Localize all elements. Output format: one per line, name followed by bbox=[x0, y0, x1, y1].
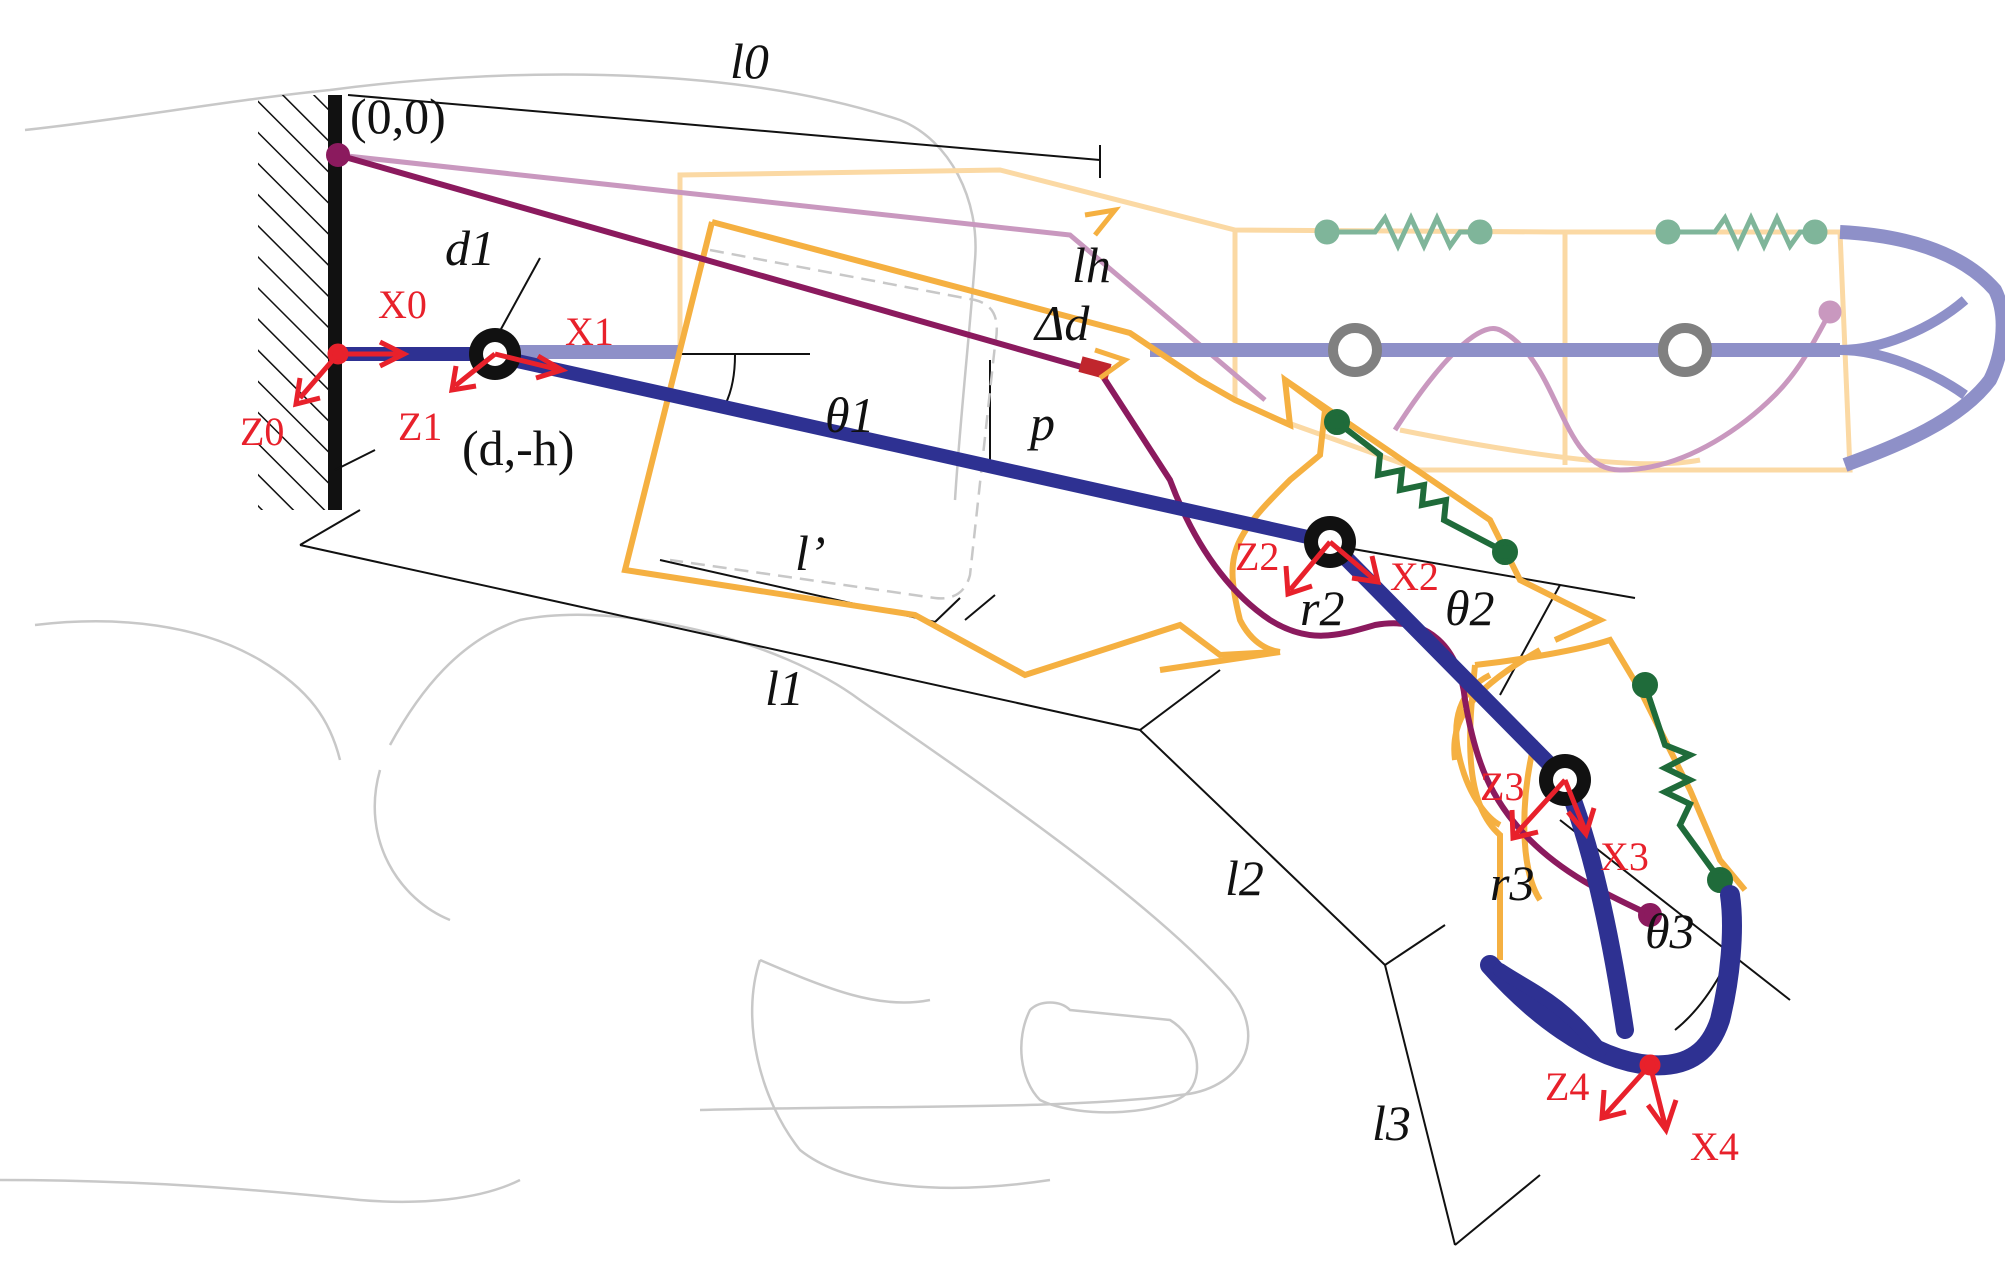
r3-label: r3 bbox=[1490, 855, 1534, 911]
extended-link bbox=[495, 225, 2005, 472]
pivot-label: (d,-h) bbox=[462, 420, 574, 476]
p-label: p bbox=[1027, 395, 1055, 451]
lh-label: lh bbox=[1072, 237, 1111, 293]
z4-label: Z4 bbox=[1545, 1064, 1589, 1109]
x1-label: X1 bbox=[565, 309, 614, 354]
z2-label: Z2 bbox=[1235, 534, 1279, 579]
z1-label: Z1 bbox=[398, 404, 442, 449]
flexed-springs bbox=[1324, 409, 1733, 893]
x4-label: X4 bbox=[1690, 1124, 1739, 1169]
hand-outline bbox=[0, 73, 1250, 1204]
l3-label: l3 bbox=[1372, 1095, 1411, 1151]
origin-label: (0,0) bbox=[350, 88, 446, 144]
l-prime-label: l’ bbox=[795, 525, 826, 581]
z0-label: Z0 bbox=[240, 409, 284, 454]
l0-label: l0 bbox=[730, 33, 769, 89]
extended-frame bbox=[677, 167, 1853, 473]
dimension-labels: (0,0) l0 d1 lh Δd θ1 p (d,-h) l’ l1 r2 θ… bbox=[350, 33, 1695, 1151]
coordinate-frames bbox=[292, 339, 1679, 1136]
theta2-label: θ2 bbox=[1445, 580, 1495, 636]
axis-labels: X0 Z0 X1 Z1 Z2 X2 Z3 X3 Z4 X4 bbox=[240, 282, 1739, 1169]
extended-springs bbox=[1314, 212, 1828, 252]
x3-label: X3 bbox=[1600, 834, 1649, 879]
tendon-guide-arrows bbox=[1084, 206, 1131, 381]
l1-label: l1 bbox=[765, 660, 804, 716]
delta-d-label: Δd bbox=[1033, 295, 1090, 351]
flexed-tendon bbox=[326, 143, 1662, 927]
finger-link bbox=[331, 347, 1742, 1076]
z3-label: Z3 bbox=[1480, 764, 1524, 809]
x2-label: X2 bbox=[1390, 554, 1439, 599]
d1-label: d1 bbox=[445, 220, 495, 276]
x0-label: X0 bbox=[378, 282, 427, 327]
l2-label: l2 bbox=[1225, 850, 1264, 906]
theta1-label: θ1 bbox=[825, 387, 875, 443]
r2-label: r2 bbox=[1300, 580, 1344, 636]
theta3-label: θ3 bbox=[1645, 903, 1695, 959]
